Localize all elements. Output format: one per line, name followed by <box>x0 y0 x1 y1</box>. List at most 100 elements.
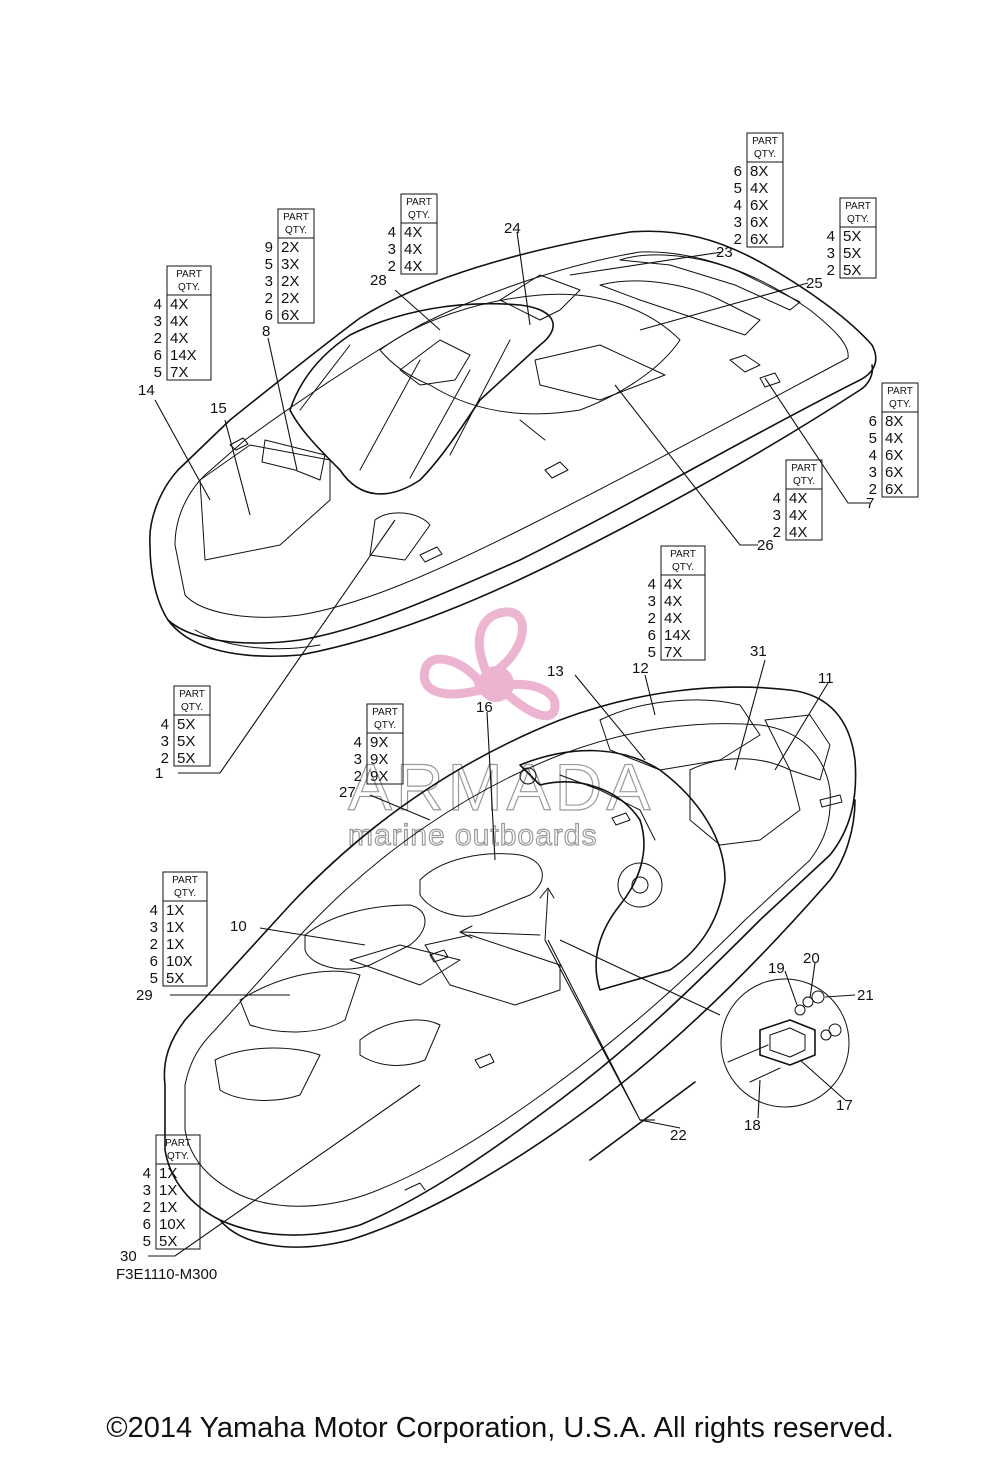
fitting-detail-drawing <box>589 978 850 1161</box>
qty-table-quantity: 8X <box>885 413 903 430</box>
qty-table-part-number: 4 <box>154 296 162 313</box>
qty-table-part-number: 3 <box>143 1182 151 1199</box>
callout-11: 11 <box>818 670 834 687</box>
qty-table-quantity: 6X <box>885 481 903 498</box>
propeller-logo-icon <box>419 607 560 721</box>
callout-17: 17 <box>836 1097 853 1114</box>
qty-table-part-number: 3 <box>734 214 742 231</box>
qty-table-header-part: PART <box>165 1138 191 1149</box>
qty-table-header-part: PART <box>670 549 696 560</box>
qty-table-part-number: 4 <box>827 228 835 245</box>
qty-table-part-number: 4 <box>161 716 169 733</box>
qty-table-part-number: 2 <box>161 750 169 767</box>
qty-table-quantity: 2X <box>281 273 299 290</box>
qty-table-part-number: 3 <box>150 919 158 936</box>
qty-table-part-number: 6 <box>150 953 158 970</box>
qty-table-quantity: 14X <box>170 347 197 364</box>
qty-tables: PART QTY. 6 8X 5 4X 4 6X 3 6X 2 6X PART QTY. 4 5X 3 5X 2 5X… <box>143 132 919 1250</box>
qty-table-part-number: 2 <box>648 610 656 627</box>
qty-table-quantity: 6X <box>885 464 903 481</box>
qty-table-quantity: 14X <box>664 627 691 644</box>
callout-15: 15 <box>210 400 227 417</box>
qty-table-header-qty: QTY. <box>793 476 815 487</box>
qty-table-quantity: 5X <box>843 228 861 245</box>
qty-table-border <box>162 871 208 987</box>
qty-table-part-number: 6 <box>869 413 877 430</box>
qty-table-quantity: 1X <box>166 902 184 919</box>
callout-21: 21 <box>857 987 874 1004</box>
qty-table-part-number: 4 <box>648 576 656 593</box>
qty-table-quantity: 5X <box>177 750 195 767</box>
callout-19: 19 <box>768 960 785 977</box>
qty-table-part-number: 2 <box>773 524 781 541</box>
qty-table-quantity: 4X <box>664 610 682 627</box>
diagram-code: F3E1110-M300 <box>116 1266 218 1283</box>
qty-table-quantity: 9X <box>370 734 388 751</box>
qty-table-quantity: 4X <box>404 241 422 258</box>
callout-30: 30 <box>120 1248 137 1265</box>
qty-table-quantity: 4X <box>404 258 422 275</box>
qty-table-header-qty: QTY. <box>174 888 196 899</box>
qty-table-quantity: 4X <box>789 490 807 507</box>
qty-table-part-number: 3 <box>354 751 362 768</box>
qty-table-part-number: 4 <box>354 734 362 751</box>
qty-table-header-qty: QTY. <box>167 1151 189 1162</box>
qty-table-part-number: 6 <box>143 1216 151 1233</box>
qty-table-quantity: 1X <box>159 1199 177 1216</box>
qty-table-part-number: 6 <box>154 347 162 364</box>
callout-22: 22 <box>670 1127 687 1144</box>
qty-table-part-number: 6 <box>648 627 656 644</box>
qty-table-header-part: PART <box>887 386 913 397</box>
qty-table-border <box>881 382 919 498</box>
qty-table-header-part: PART <box>791 463 817 474</box>
qty-table-quantity: 5X <box>159 1233 177 1250</box>
qty-table-header-qty: QTY. <box>847 214 869 225</box>
qty-table-part-number: 4 <box>143 1165 151 1182</box>
qty-table-border <box>746 132 784 248</box>
qty-table-quantity: 4X <box>789 524 807 541</box>
qty-table-part-number: 2 <box>265 290 273 307</box>
callout-24: 24 <box>504 220 521 237</box>
qty-table-quantity: 4X <box>170 330 188 347</box>
qty-table-header-qty: QTY. <box>374 720 396 731</box>
qty-table-quantity: 6X <box>281 307 299 324</box>
callout-18: 18 <box>744 1117 761 1134</box>
qty-table-header-qty: QTY. <box>285 225 307 236</box>
qty-table-header-qty: QTY. <box>408 210 430 221</box>
qty-table-border <box>155 1134 201 1250</box>
qty-table-quantity: 4X <box>170 313 188 330</box>
qty-table-quantity: 4X <box>750 180 768 197</box>
qty-table-part-number: 2 <box>150 936 158 953</box>
qty-table-border <box>166 265 212 381</box>
qty-table-quantity: 5X <box>177 716 195 733</box>
qty-table-part-number: 5 <box>648 644 656 661</box>
qty-table-part-number: 3 <box>265 273 273 290</box>
qty-table-part-number: 2 <box>869 481 877 498</box>
callout-31: 31 <box>750 643 767 660</box>
qty-table-border <box>660 545 706 661</box>
qty-table-header-part: PART <box>179 689 205 700</box>
qty-table-part-number: 2 <box>388 258 396 275</box>
callout-8: 8 <box>262 323 270 340</box>
qty-table-header-qty: QTY. <box>178 282 200 293</box>
callout-25: 25 <box>806 275 823 292</box>
qty-table-quantity: 4X <box>885 430 903 447</box>
qty-table-quantity: 5X <box>843 245 861 262</box>
qty-table-quantity: 5X <box>166 970 184 987</box>
callout-numbers: 1 7 8 10 11 12 13 14 15 16 17 18 19 20 2… <box>120 220 874 1265</box>
qty-table-quantity: 6X <box>750 214 768 231</box>
callout-7: 7 <box>866 495 874 512</box>
qty-table-quantity: 7X <box>664 644 682 661</box>
qty-table-quantity: 4X <box>664 593 682 610</box>
qty-table-border <box>277 208 315 324</box>
watermark-tagline: marine outboards <box>348 819 597 852</box>
qty-table-border <box>839 197 877 279</box>
